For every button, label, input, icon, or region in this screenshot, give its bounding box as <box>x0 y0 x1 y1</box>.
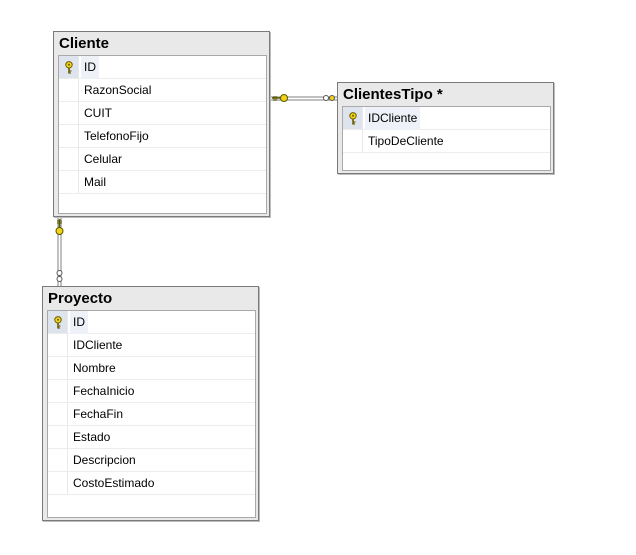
column-row[interactable]: TipoDeCliente <box>343 130 550 153</box>
column-row[interactable]: TelefonoFijo <box>59 125 266 148</box>
row-selector[interactable] <box>48 403 68 425</box>
table-cliente[interactable]: Cliente ID RazonSocial CUIT TelefonoFijo… <box>53 31 270 217</box>
column-name: IDCliente <box>73 338 123 352</box>
column-row[interactable]: IDCliente <box>343 107 550 130</box>
column-grid: ID RazonSocial CUIT TelefonoFijo Celular… <box>58 55 267 214</box>
column-name: Nombre <box>73 361 116 375</box>
column-row[interactable]: CUIT <box>59 102 266 125</box>
row-selector[interactable] <box>48 426 68 448</box>
column-name: TelefonoFijo <box>84 129 149 143</box>
column-name: CUIT <box>84 106 112 120</box>
row-selector[interactable] <box>59 79 79 101</box>
relationship-key-icon <box>55 219 64 235</box>
table-clientestipo[interactable]: ClientesTipo * IDCliente TipoDeCliente <box>337 82 554 174</box>
column-row[interactable]: Celular <box>59 148 266 171</box>
column-row[interactable]: FechaInicio <box>48 380 255 403</box>
column-name: RazonSocial <box>84 83 152 97</box>
column-name: CostoEstimado <box>73 476 155 490</box>
column-name: IDCliente <box>365 107 421 130</box>
table-title[interactable]: Proyecto <box>48 290 113 307</box>
column-name: FechaInicio <box>73 384 135 398</box>
row-selector[interactable] <box>59 56 79 78</box>
column-name: Mail <box>84 175 107 189</box>
row-selector[interactable] <box>343 130 363 152</box>
relationship-infinity-icon <box>56 270 63 282</box>
column-name: Celular <box>84 152 123 166</box>
relationship-infinity-icon <box>323 95 335 101</box>
row-selector[interactable] <box>343 107 363 129</box>
row-selector[interactable] <box>48 380 68 402</box>
column-name: FechaFin <box>73 407 124 421</box>
column-name: Estado <box>73 430 111 444</box>
primary-key-icon <box>65 61 73 74</box>
table-proyecto[interactable]: Proyecto ID IDCliente Nombre FechaInicio… <box>42 286 259 521</box>
row-selector[interactable] <box>48 334 68 356</box>
column-grid: IDCliente TipoDeCliente <box>342 106 551 171</box>
relationship-cliente-clientestipo[interactable] <box>270 94 338 102</box>
row-selector[interactable] <box>59 148 79 170</box>
column-row[interactable]: Mail <box>59 171 266 194</box>
column-row[interactable]: ID <box>59 56 266 79</box>
row-selector[interactable] <box>48 449 68 471</box>
row-selector[interactable] <box>59 125 79 147</box>
column-row[interactable]: IDCliente <box>48 334 255 357</box>
column-row[interactable]: Estado <box>48 426 255 449</box>
primary-key-icon <box>349 112 357 125</box>
table-title[interactable]: ClientesTipo * <box>343 86 443 103</box>
primary-key-icon <box>54 316 62 329</box>
column-name: TipoDeCliente <box>368 134 444 148</box>
row-selector[interactable] <box>59 102 79 124</box>
column-name: ID <box>81 56 99 79</box>
column-row[interactable]: CostoEstimado <box>48 472 255 495</box>
column-name: Descripcion <box>73 453 136 467</box>
table-title[interactable]: Cliente <box>59 35 110 52</box>
column-row[interactable]: Nombre <box>48 357 255 380</box>
column-row[interactable]: FechaFin <box>48 403 255 426</box>
column-row[interactable]: RazonSocial <box>59 79 266 102</box>
relationship-key-icon <box>272 94 288 102</box>
column-grid: ID IDCliente Nombre FechaInicio FechaFin… <box>47 310 256 518</box>
column-name: ID <box>70 311 88 334</box>
row-selector[interactable] <box>48 311 68 333</box>
relationship-cliente-proyecto[interactable] <box>55 218 64 286</box>
column-row[interactable]: Descripcion <box>48 449 255 472</box>
row-selector[interactable] <box>59 171 79 193</box>
row-selector[interactable] <box>48 357 68 379</box>
column-row[interactable]: ID <box>48 311 255 334</box>
row-selector[interactable] <box>48 472 68 494</box>
